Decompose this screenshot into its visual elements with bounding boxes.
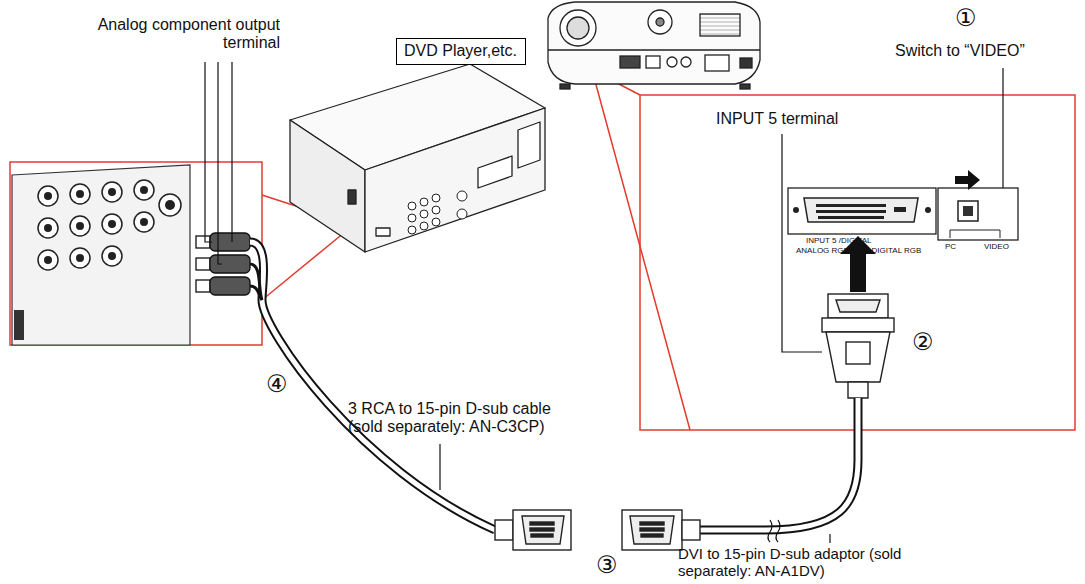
d-sub-connectors <box>495 510 700 550</box>
leader-lines <box>205 62 1003 543</box>
instruction-text: Switch to “VIDEO” <box>895 42 1025 60</box>
input5-port-panel <box>788 170 1018 240</box>
switch-position: VIDEO <box>984 243 1009 251</box>
projector <box>548 2 760 89</box>
port-marking: ANALOG RGB / DVI-DIGITAL RGB <box>796 247 921 255</box>
adaptor-name: DVI to 15-pin D-sub adaptor (sold separa… <box>678 545 948 580</box>
adaptor-cable <box>700 398 858 542</box>
cable-name: 3 RCA to 15-pin D-sub cable (sold separa… <box>348 400 576 437</box>
rca-plugs <box>196 233 250 295</box>
port-marking: INPUT 5 /DIGITAL <box>806 237 872 245</box>
callout-number: ① <box>955 6 977 30</box>
terminal-name: INPUT 5 terminal <box>716 110 838 128</box>
d-sub-plug <box>822 294 894 398</box>
player-back-panel <box>12 165 190 345</box>
switch-position: PC <box>945 243 956 251</box>
dvd-player <box>290 64 545 252</box>
rca-cable <box>250 242 495 530</box>
device-name: DVD Player,etc. <box>404 42 518 60</box>
callout-number: ④ <box>266 372 288 396</box>
callout-lines <box>10 70 1075 430</box>
device-label-box: DVD Player,etc. <box>396 38 526 65</box>
terminal-name: Analog component output terminal <box>60 16 280 53</box>
callout-number: ③ <box>596 553 618 577</box>
callout-number: ② <box>912 330 934 354</box>
